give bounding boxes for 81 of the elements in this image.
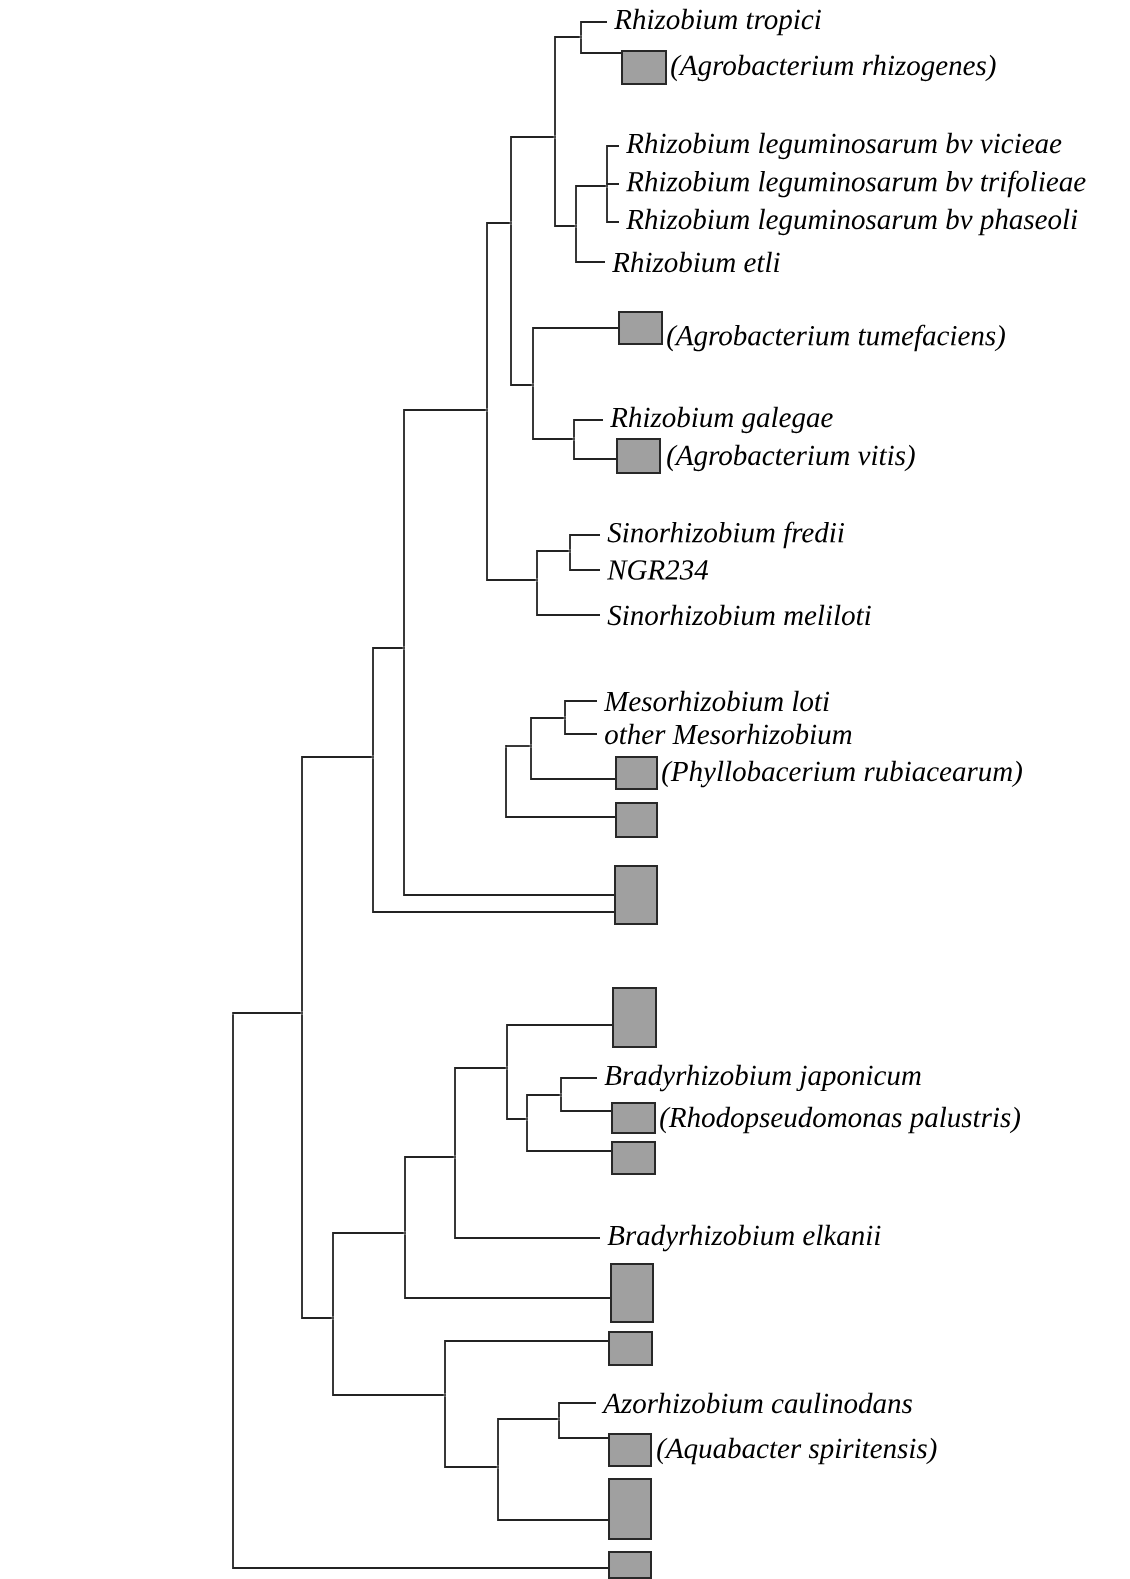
species-label: Azorhizobium caulinodans <box>601 1392 912 1414</box>
tree-branch <box>486 410 537 581</box>
tree-branch <box>575 226 606 263</box>
tree-branch <box>606 186 620 223</box>
taxon-box <box>612 987 657 1048</box>
tree-branch <box>510 223 533 386</box>
species-label: Rhizobium leguminosarum bv trifolieae <box>626 170 1086 198</box>
tree-branch <box>569 534 601 551</box>
tree-branch <box>526 1119 612 1152</box>
tree-branch <box>564 718 598 735</box>
tree-branch <box>506 1024 613 1068</box>
tree-branch <box>505 745 531 747</box>
tree-branch <box>554 36 581 137</box>
species-label: Bradyrhizobium japonicum <box>604 1064 921 1092</box>
species-label: NGR234 <box>607 560 709 580</box>
species-label: Mesorhizobium loti <box>603 690 830 712</box>
tree-branch <box>454 1067 507 1157</box>
tree-branch <box>403 648 615 896</box>
tree-branch <box>573 419 604 439</box>
species-label: (Agrobacterium vitis) <box>667 444 915 472</box>
species-label: Rhizobium leguminosarum bv vicieae <box>626 132 1062 160</box>
tree-branch <box>573 439 617 460</box>
taxon-box <box>608 1551 652 1579</box>
tree-branch <box>301 756 373 1013</box>
species-label: (Agrobacterium tumefaciens) <box>667 324 1005 352</box>
tree-branch <box>558 1402 597 1419</box>
tree-branch <box>232 1012 302 1014</box>
taxon-box <box>611 1141 656 1175</box>
tree-branch <box>444 1395 498 1468</box>
tree-branch <box>558 1419 609 1439</box>
species-label: Sinorhizobium meliloti <box>607 604 871 626</box>
tree-branch <box>510 136 555 223</box>
species-label: Rhizobium galegae <box>610 406 833 434</box>
tree-branch <box>560 1095 612 1112</box>
taxon-box <box>608 1331 653 1366</box>
tree-branch <box>505 746 616 818</box>
tree-branch <box>554 137 576 227</box>
tree-branch <box>403 409 487 648</box>
species-label: (Rhodopseudomonas palustris) <box>660 1106 1020 1134</box>
tree-branch <box>569 551 601 571</box>
tree-branch <box>301 1013 333 1319</box>
taxon-box <box>608 1478 652 1540</box>
species-label: Rhizobium tropici <box>614 8 821 36</box>
species-label: Rhizobium etli <box>612 251 780 273</box>
tree-branch <box>444 1340 609 1395</box>
species-label: (Phyllobacerium rubiacearum) <box>662 760 1022 788</box>
tree-branch <box>372 647 404 757</box>
species-label: (Aquabacter spiritensis) <box>657 1437 937 1465</box>
tree-branch <box>532 385 574 440</box>
tree-branch <box>372 757 615 913</box>
tree-branch <box>580 21 608 37</box>
tree-branch <box>332 1318 445 1396</box>
taxon-box <box>615 802 658 838</box>
tree-branch <box>497 1467 609 1521</box>
tree-branch <box>530 717 565 746</box>
tree-branch <box>536 550 570 580</box>
tree-branch <box>506 1068 527 1120</box>
species-label: other Mesorhizobium <box>605 723 852 745</box>
tree-branch <box>332 1232 405 1318</box>
taxon-box <box>614 865 658 925</box>
taxon-box <box>610 1263 654 1323</box>
species-label: Bradyrhizobium elkanii <box>607 1224 881 1252</box>
species-label: (Agrobacterium rhizogenes) <box>671 54 996 82</box>
tree-branch <box>606 145 620 186</box>
tree-branch <box>580 37 622 54</box>
tree-branch <box>564 700 598 718</box>
tree-branch <box>560 1077 598 1095</box>
tree-branch <box>536 580 601 616</box>
tree-branch <box>606 183 620 186</box>
tree-branch <box>497 1418 559 1467</box>
tree-branch <box>404 1156 455 1233</box>
tree-branch <box>532 327 619 385</box>
tree-branch <box>486 222 511 410</box>
tree-branch <box>454 1157 601 1239</box>
tree-branch <box>526 1094 561 1119</box>
tree-branch <box>530 746 616 780</box>
tree-branch <box>404 1233 611 1299</box>
species-label: Rhizobium leguminosarum bv phaseoli <box>626 208 1078 236</box>
tree-branch <box>232 1013 609 1569</box>
species-label: Sinorhizobium fredii <box>607 521 844 549</box>
tree-branch <box>575 185 607 226</box>
